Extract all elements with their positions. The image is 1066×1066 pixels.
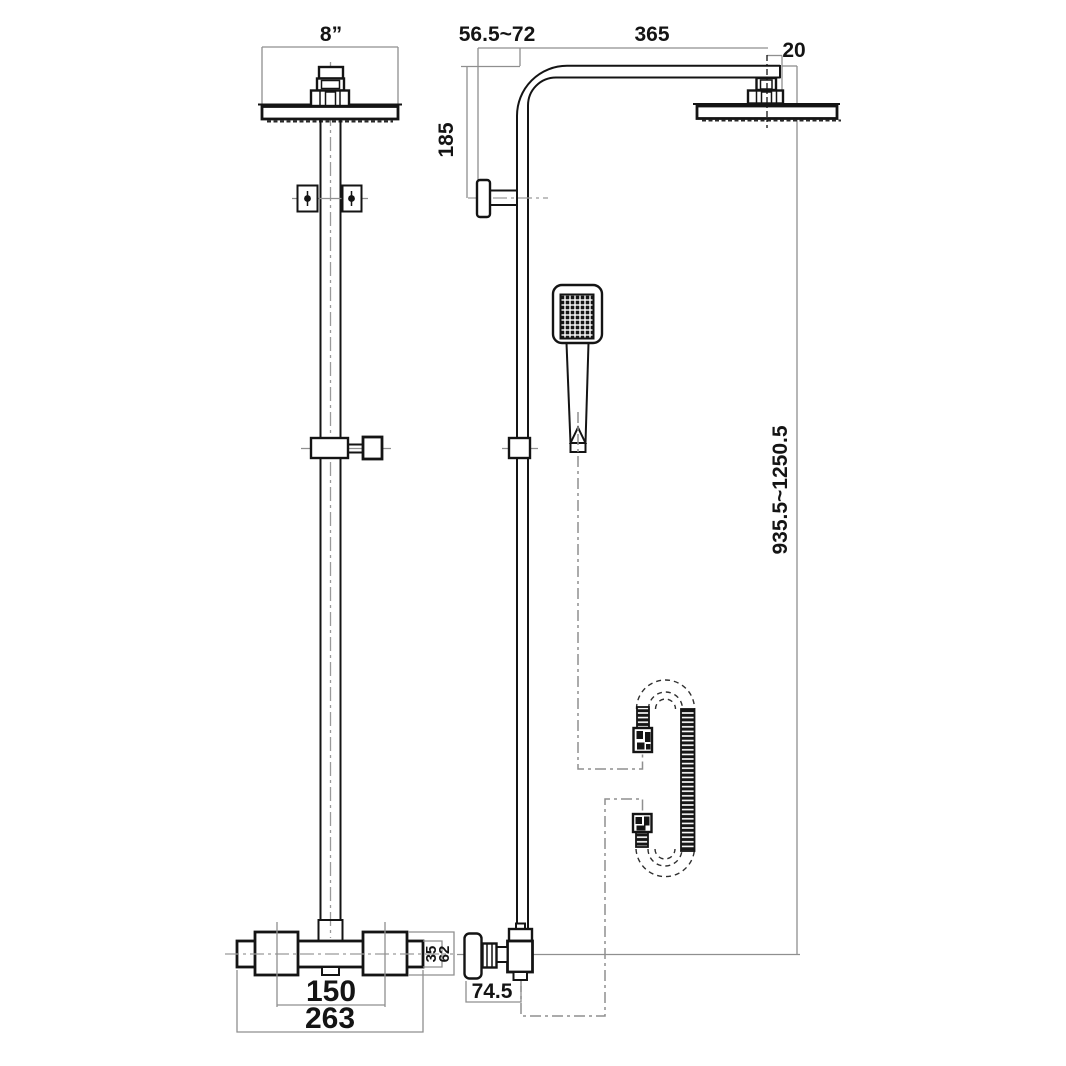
thermostatic-valve-front [225, 919, 453, 1007]
hose-rib-bottom [635, 831, 649, 848]
valve-outlet-front [321, 966, 340, 976]
dimension-arm-reach: 365 [634, 23, 669, 46]
shower-head-plate-front [260, 105, 400, 121]
dimension-handle-spacing: 150 [277, 975, 385, 1008]
dimension-riser-height: 935.5~1250.5 [769, 65, 798, 955]
hose-connector-top [632, 726, 654, 754]
dimension-valve-width: 263 [236, 970, 424, 1035]
hose-rib-long [680, 708, 696, 852]
wall-bracket-front [292, 184, 368, 213]
dimension-valve-overall-height: 62 [408, 931, 455, 976]
dimension-valve-overall-height-label: 62 [436, 946, 453, 963]
valve-wall-nut [481, 942, 498, 969]
dimension-arm-drop: 185 [435, 65, 520, 198]
swivel-joint-front [309, 65, 351, 108]
dimension-head-width-label: 8” [320, 23, 342, 46]
dimension-valve-width-label: 263 [305, 1002, 355, 1035]
dimension-arm-drop-label: 185 [435, 122, 458, 157]
dimension-valve-depth: 74.5 [465, 980, 522, 1003]
dimension-valve-depth-label: 74.5 [472, 980, 513, 1003]
thermostatic-valve-side [457, 922, 800, 981]
slider-knob [361, 435, 384, 461]
riser-column-front [319, 119, 342, 920]
valve-outlet-side [512, 971, 528, 981]
dimension-handle-spacing-label: 150 [306, 975, 356, 1008]
hose-route-to-hand-shower [577, 412, 644, 770]
shower-hose [631, 679, 696, 878]
slider-clamp-side [502, 436, 538, 460]
dimension-wall-clearance-label: 56.5~72 [459, 23, 536, 46]
dimension-head-offset-label: 20 [782, 39, 805, 62]
swivel-joint-side [746, 76, 785, 105]
dimension-head-width: 8” [261, 23, 399, 104]
hose-rib-top [636, 706, 650, 730]
side-view: 56.5~72 365 20 185 935.5~1250.5 [435, 23, 841, 1017]
dimension-wall-clearance: 56.5~72 [459, 23, 768, 182]
front-view: 8” [225, 23, 455, 1035]
overhead-shower-front [258, 65, 402, 123]
hand-shower-spray-face [559, 293, 595, 340]
dimension-arm-reach-label: 365 [634, 23, 669, 46]
dimension-valve-body-height-label: 35 [423, 946, 440, 963]
wall-bracket-side [468, 178, 548, 219]
overhead-shower-side [693, 55, 841, 128]
hand-shower [551, 283, 604, 453]
dimension-valve-body-height: 35 [423, 940, 443, 968]
valve-wall-flange [463, 932, 483, 980]
slider-clamp-front [301, 435, 391, 461]
dimension-riser-height-label: 935.5~1250.5 [769, 425, 792, 554]
valve-body-side [506, 939, 534, 974]
shower-arm-side [516, 64, 781, 928]
hose-route-to-valve [520, 798, 644, 1017]
hose-connector-bottom [631, 812, 653, 834]
